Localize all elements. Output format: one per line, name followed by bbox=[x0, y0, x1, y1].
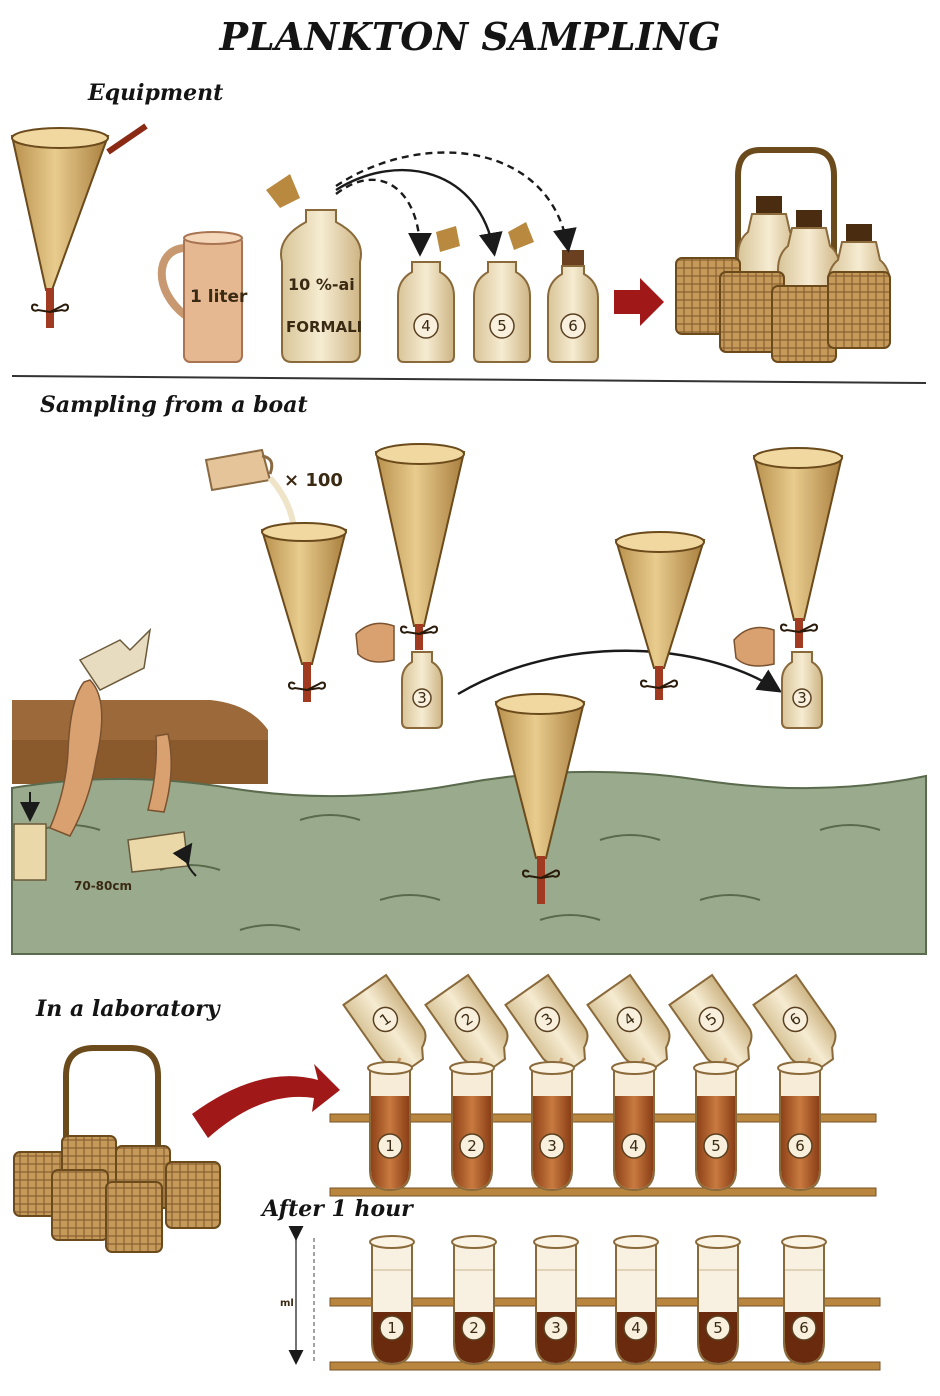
pouring-jug: × 100 bbox=[204, 448, 343, 529]
transfer-arrow bbox=[457, 649, 783, 696]
formalin-label-line1: 10 %-ai bbox=[288, 275, 355, 294]
test-tube: 3 bbox=[529, 1061, 575, 1192]
pour-count-label: × 100 bbox=[284, 470, 343, 491]
plankton-net-funnel-equipment bbox=[10, 123, 148, 328]
settled-tube: 5 bbox=[695, 1235, 741, 1366]
net-funnel-filling bbox=[260, 522, 348, 702]
one-liter-jug: 1 liter bbox=[157, 231, 248, 363]
settled-tube-number: 2 bbox=[469, 1319, 479, 1337]
page-title: PLANKTON SAMPLING bbox=[218, 14, 720, 59]
test-tube-number: 6 bbox=[795, 1137, 805, 1155]
equipment-bottle-number: 6 bbox=[568, 317, 578, 335]
arm-lowering-sample: 70-80cm bbox=[13, 627, 197, 893]
net-funnel-emptying bbox=[733, 447, 844, 667]
stopper-icon bbox=[508, 222, 534, 250]
settle-rack-rails bbox=[329, 1297, 881, 1371]
boat-bottle-number: 3 bbox=[797, 689, 807, 707]
test-tube-number: 1 bbox=[385, 1137, 395, 1155]
settled-tube-number: 1 bbox=[387, 1319, 397, 1337]
settled-tube: 1 bbox=[369, 1235, 415, 1366]
equipment-bottles: 4 5 6 bbox=[397, 250, 599, 363]
tilted-bottle: 1 bbox=[342, 973, 427, 1070]
settled-tube: 6 bbox=[781, 1235, 827, 1366]
test-tube: 1 bbox=[367, 1061, 413, 1192]
red-arrow-icon bbox=[614, 278, 664, 326]
equipment-bottle: 5 bbox=[473, 261, 531, 363]
net-funnel-dripping bbox=[614, 531, 706, 700]
boat-bottle-number: 3 bbox=[417, 689, 427, 707]
boat-bottle: 3 bbox=[781, 651, 823, 729]
section-divider bbox=[11, 375, 927, 384]
test-tube-number: 3 bbox=[547, 1137, 557, 1155]
empty-wire-basket bbox=[13, 1045, 221, 1253]
jug-label: 1 liter bbox=[190, 287, 248, 307]
test-tube-number: 2 bbox=[467, 1137, 477, 1155]
settled-tubes-row: 1 2 3 4 5 6 bbox=[369, 1235, 827, 1366]
tilted-bottle: 4 bbox=[586, 973, 671, 1070]
equipment-bottle-number: 4 bbox=[421, 317, 431, 335]
section-title-lab: In a laboratory bbox=[35, 996, 222, 1022]
pour-rack-rails bbox=[329, 1113, 877, 1197]
stopper-icon bbox=[266, 174, 300, 208]
equipment-bottle: 4 bbox=[397, 261, 455, 363]
settled-tube-number: 3 bbox=[551, 1319, 561, 1337]
boat-hull bbox=[12, 700, 268, 784]
tilted-bottle: 3 bbox=[504, 973, 589, 1070]
settled-tube: 4 bbox=[613, 1235, 659, 1366]
section-title-equipment: Equipment bbox=[87, 80, 223, 106]
section-title-after: After 1 hour bbox=[260, 1196, 414, 1222]
section-title-boat: Sampling from a boat bbox=[40, 392, 308, 418]
stopper-icon bbox=[436, 226, 460, 252]
wire-basket-with-bottles bbox=[675, 147, 891, 363]
test-tubes-row: 1 2 3 4 5 6 bbox=[367, 1061, 823, 1192]
equipment-bottle-number: 5 bbox=[497, 317, 507, 335]
ml-label: ml bbox=[280, 1298, 294, 1309]
test-tube: 5 bbox=[693, 1061, 739, 1192]
settled-tube: 2 bbox=[451, 1235, 497, 1366]
red-arrow-icon bbox=[192, 1064, 340, 1138]
equipment-bottle: 6 bbox=[547, 250, 599, 363]
formalin-bottle: 10 %-ai FORMALI bbox=[280, 209, 362, 363]
tilted-bottle: 6 bbox=[752, 973, 837, 1070]
settled-tube: 3 bbox=[533, 1235, 579, 1366]
test-tube: 4 bbox=[611, 1061, 657, 1192]
net-funnel-draining bbox=[355, 443, 466, 663]
tilted-bottle: 5 bbox=[668, 973, 753, 1070]
net-funnel-in-water bbox=[494, 693, 586, 904]
boat-bottle: 3 bbox=[401, 651, 443, 729]
test-tube-number: 4 bbox=[629, 1137, 639, 1155]
volume-scale: ml bbox=[280, 1226, 315, 1365]
depth-label: 70-80cm bbox=[74, 879, 132, 893]
dashed-distribution-arrows bbox=[335, 151, 577, 257]
settled-tube-number: 5 bbox=[713, 1319, 723, 1337]
test-tube-number: 5 bbox=[711, 1137, 721, 1155]
formalin-label-line2: FORMALI bbox=[286, 318, 362, 336]
test-tube: 6 bbox=[777, 1061, 823, 1192]
settled-tube-number: 4 bbox=[631, 1319, 641, 1337]
test-tube: 2 bbox=[449, 1061, 495, 1192]
tilted-bottle: 2 bbox=[424, 973, 509, 1070]
settled-tube-number: 6 bbox=[799, 1319, 809, 1337]
